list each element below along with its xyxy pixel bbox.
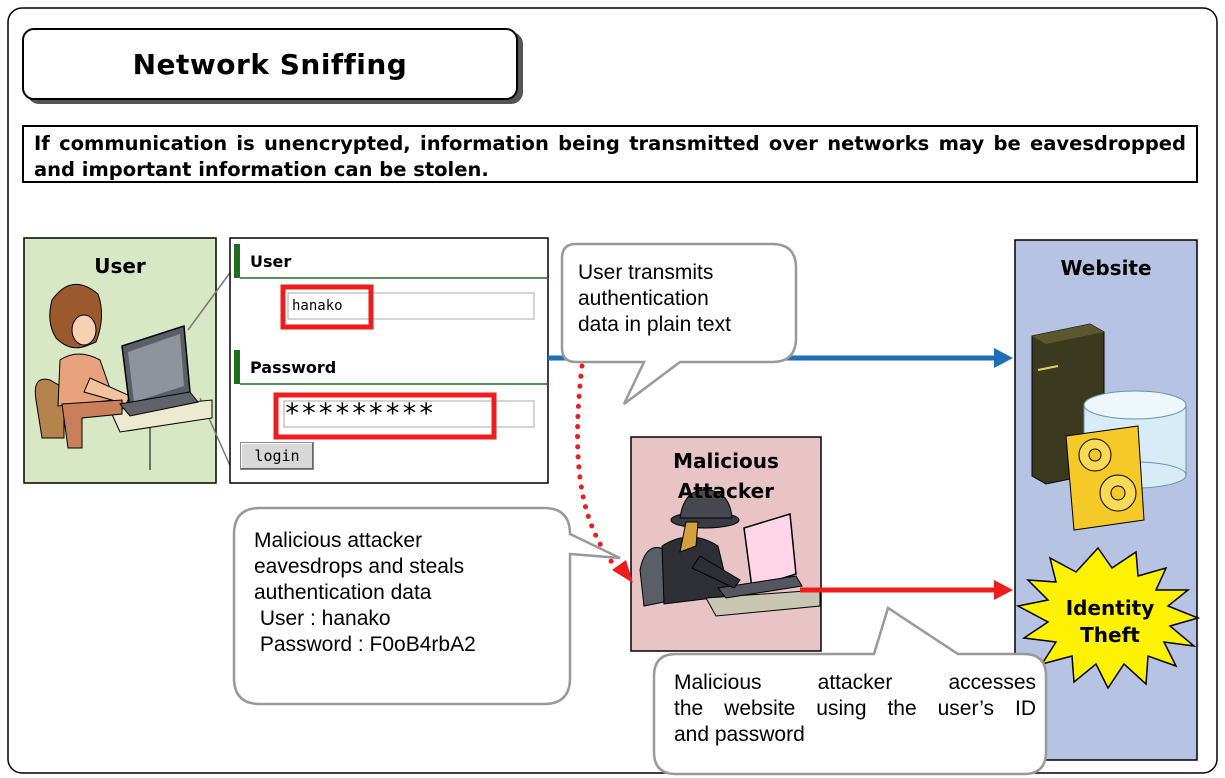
bubble-steal-shape <box>232 506 621 706</box>
identity-theft-line1: Identity <box>1065 596 1155 620</box>
hooded-attacker-icon <box>639 489 821 617</box>
bubble-steal-password: Password : F0oB4rbA2 <box>254 633 476 656</box>
form-user-label: User <box>250 252 292 271</box>
bubble-access-text: Malicious attacker accesses the website … <box>674 670 1036 748</box>
bubble-transmit-text: User transmits authentication data in pl… <box>578 260 788 338</box>
intro-text: If communication is unencrypted, informa… <box>22 125 1198 183</box>
attacker-label-line1: Malicious <box>673 449 779 473</box>
bubble-access-line2: the website using the user’s ID <box>674 697 1036 720</box>
identity-theft-label: Identity Theft <box>1040 595 1180 649</box>
bubble-access-line3: and password <box>674 723 805 746</box>
attacker-label-line2: Attacker <box>677 479 775 503</box>
bubble-transmit-line3: data in plain text <box>578 313 731 336</box>
bubble-steal-text: Malicious attacker eavesdrops and steals… <box>254 528 554 658</box>
form-password-value: ********* <box>284 398 435 429</box>
zoom-line-top <box>187 269 233 331</box>
login-button[interactable]: login <box>240 442 314 470</box>
explosion-burst-icon <box>1015 546 1201 690</box>
password-value-highlight <box>273 392 497 440</box>
gear-box-icon <box>1065 425 1145 531</box>
user-panel-label: User <box>94 254 146 278</box>
attacker-panel-label: Malicious Attacker <box>631 446 821 506</box>
bubble-transmit-line2: authentication <box>578 287 709 310</box>
bubble-steal-line1: Malicious attacker <box>254 529 423 552</box>
bubble-access-shape <box>652 606 1048 776</box>
bubble-steal-line2: eavesdrops and steals <box>254 555 465 578</box>
website-panel-label: Website <box>1060 256 1152 280</box>
bubble-transmit-line1: User transmits <box>578 261 714 284</box>
bubble-transmit-shape <box>560 242 798 405</box>
bubble-steal-line3: authentication data <box>254 581 432 604</box>
bubble-steal-user: User : hanako <box>254 607 391 630</box>
form-password-label: Password <box>250 358 337 377</box>
page-title: Network Sniffing <box>22 28 518 100</box>
user-input-box <box>287 292 535 320</box>
bubble-access-line1: Malicious attacker accesses <box>674 671 1036 694</box>
identity-theft-line2: Theft <box>1080 623 1140 647</box>
woman-at-laptop-icon <box>34 284 213 470</box>
form-user-value: hanako <box>292 298 343 314</box>
user-value-highlight <box>280 284 374 330</box>
